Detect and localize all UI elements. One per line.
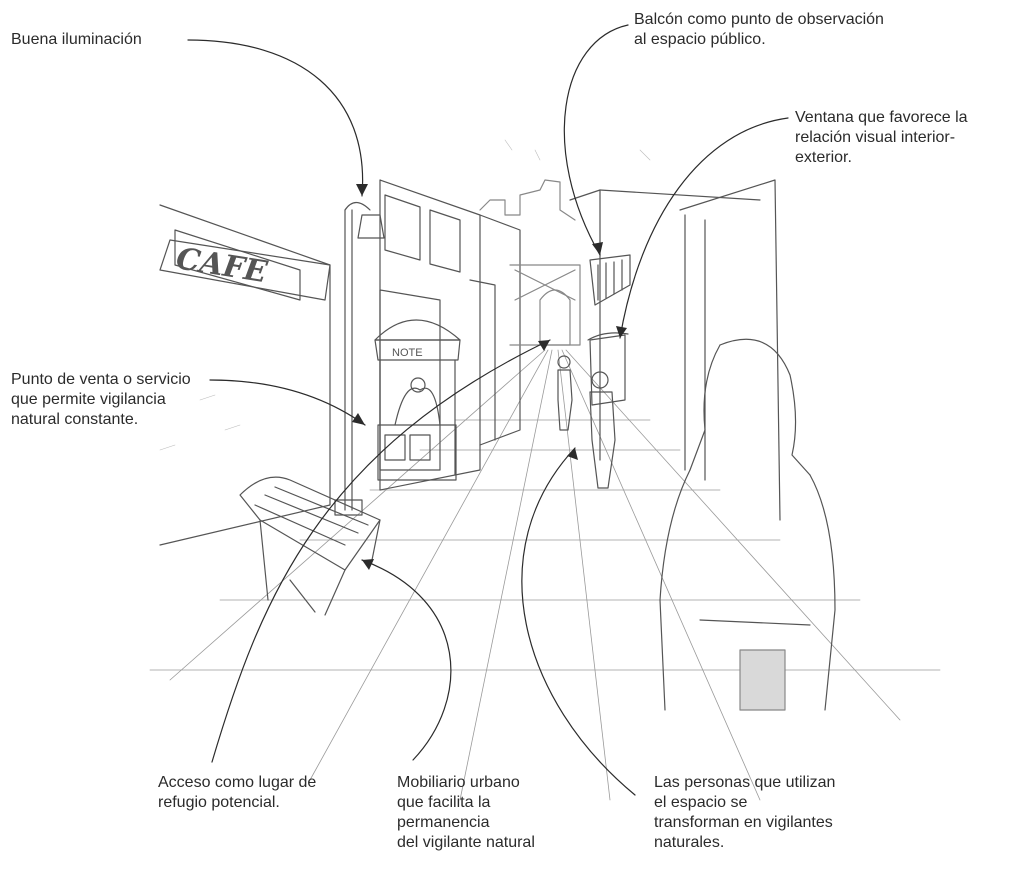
label-access: Acceso como lugar de refugio potencial. [158,773,316,813]
label-furniture-line: del vigilante natural [397,834,535,851]
callout-arrowheads [352,184,627,570]
shop-window [589,334,626,406]
kiosk-sign: NOTE [392,347,423,359]
label-window-line: exterior. [795,149,852,166]
label-access-line: Acceso como lugar de [158,774,317,791]
label-lighting: Buena iluminación [11,30,142,50]
callout-furniture [361,559,452,761]
label-window-line: Ventana que favorece la [795,109,968,126]
cafe-awning: CAFE [159,239,331,301]
callout-balcony [563,24,629,256]
callout-lines [187,24,789,796]
right-buildings [569,179,781,521]
walking-figures [557,355,616,489]
balcony-railing [589,254,631,306]
label-furniture: Mobiliario urbano que facilita la perman… [397,773,535,853]
sketch-texture [159,139,651,451]
label-people-line: transforman en vigilantes [654,814,833,831]
service-kiosk: NOTE [374,319,461,481]
street-bench [239,476,381,616]
label-window-line: relación visual interior- [795,129,956,146]
street-lamp [334,201,385,516]
label-furniture-line: Mobiliario urbano [397,774,520,791]
callout-lighting [187,39,364,197]
label-furniture-line: que facilita la [397,794,491,811]
label-balcony-line: Balcón como punto de observación [634,11,884,28]
label-kiosk-line: que permite vigilancia [11,391,166,408]
label-balcony: Balcón como punto de observación al espa… [634,10,884,50]
callout-window [619,117,789,339]
cafe-sign: CAFE [174,241,271,290]
label-kiosk-line: Punto de venta o servicio [11,371,191,388]
callout-people [521,447,636,796]
label-kiosk: Punto de venta o servicio que permite vi… [11,370,191,430]
label-people-line: Las personas que utilizan [654,774,836,791]
callout-kiosk [209,379,366,426]
pavement-grid [149,349,941,801]
label-balcony-line: al espacio público. [634,31,766,48]
label-access-line: refugio potencial. [158,794,280,811]
label-window: Ventana que favorece la relación visual … [795,108,968,168]
label-kiosk-line: natural constante. [11,411,139,428]
label-furniture-line: permanencia [397,814,490,831]
callout-access [211,339,551,763]
label-lighting-line: Buena iluminación [11,31,142,48]
label-people: Las personas que utilizan el espacio se … [654,773,835,853]
foreground-woman [659,338,836,711]
label-people-line: naturales. [654,834,725,851]
label-people-line: el espacio se [654,794,748,811]
